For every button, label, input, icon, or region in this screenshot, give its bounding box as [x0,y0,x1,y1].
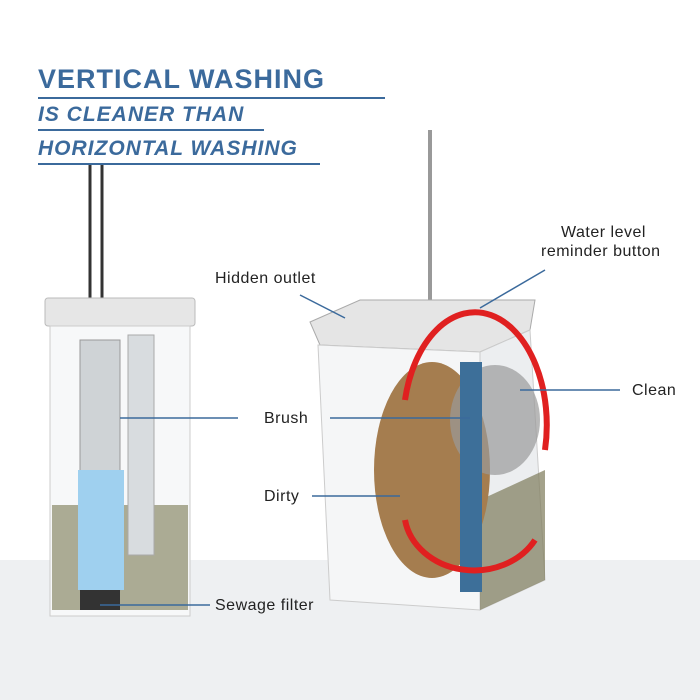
label-water-level-2: reminder button [541,243,661,260]
headline-line-1: VERTICAL WASHING [38,66,385,99]
label-brush: Brush [264,410,309,427]
left-bucket [44,165,196,617]
headline-line-2: IS CLEANER THAN [38,104,264,131]
label-clean: Clean [632,382,677,399]
label-dirty: Dirty [264,488,300,505]
label-water-level-1: Water level [561,224,646,241]
label-hidden-outlet: Hidden outlet [215,270,316,287]
right-bucket [309,130,550,611]
label-sewage-filter: Sewage filter [215,597,314,614]
headline-line-3: HORIZONTAL WASHING [38,138,320,165]
